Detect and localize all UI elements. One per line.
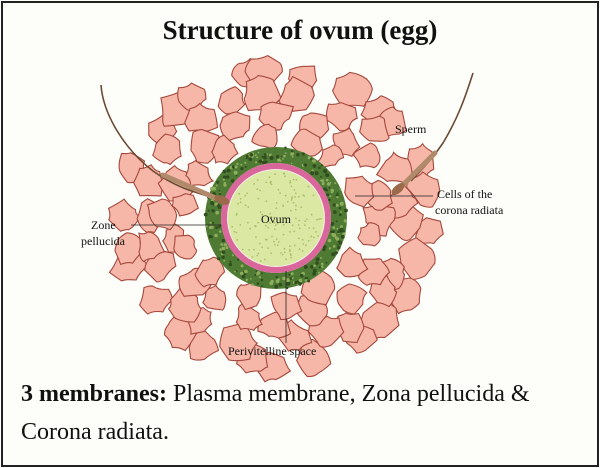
label-perivitelline-space: Perivitelline space [228,344,316,358]
label-ovum: Ovum [261,212,292,226]
label-corona-line2: corona radiata [435,203,504,217]
corona-cell [333,72,373,106]
corona-cell [337,247,368,277]
corona-cell [218,87,245,114]
corona-cell [174,235,197,259]
label-zona-line2: pellucida [81,234,126,248]
corona-cell [252,124,277,149]
corona-cell [358,223,380,246]
corona-cell [326,103,357,131]
corona-cell [360,116,390,141]
corona-cell [337,284,367,314]
corona-cell [140,286,173,314]
label-corona-line1: Cells of the [437,187,492,201]
corona-cell [186,161,213,186]
label-zona-line1: Zone [91,218,116,232]
label-sperm: Sperm [395,122,427,136]
corona-cell [399,238,435,280]
caption: 3 membranes: Plasma membrane, Zona pellu… [21,375,581,451]
caption-bold: 3 membranes: [21,381,167,407]
